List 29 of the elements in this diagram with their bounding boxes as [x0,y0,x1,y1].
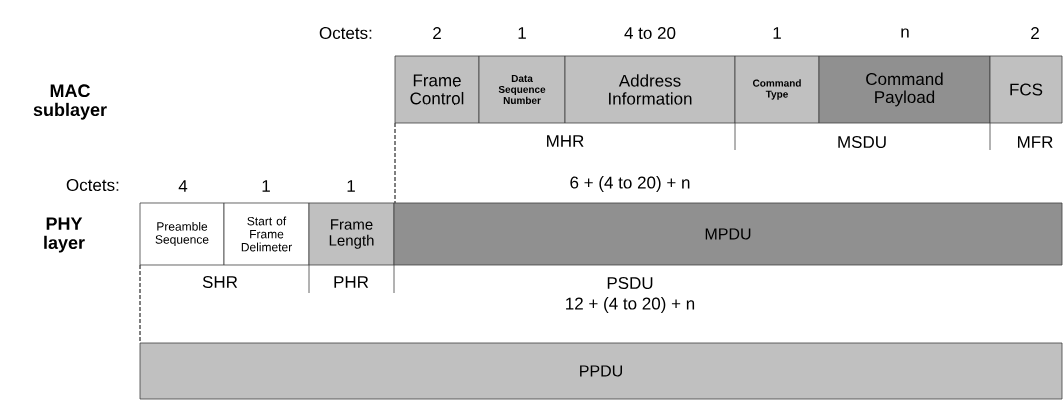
octet-count: 1 [518,27,526,39]
frame-box: PPDU [139,342,1063,400]
field-box: Frame Length [308,202,395,266]
octet-count: 4 to 20 [624,27,676,39]
octet-count: 1 [347,180,355,192]
field-box: Start of Frame Delimeter [223,202,310,266]
layer-label: PHY layer [44,217,85,253]
field-group-label: MFR [1018,136,1053,148]
field-group-label: MHR [547,135,584,147]
octets-heading: Octets: [319,27,372,39]
octet-count: 4 [178,180,188,192]
field-box: MPDU [393,202,1063,266]
field-box: Data Sequence Number [478,55,566,124]
field-box: FCS [989,55,1063,124]
field-group-label: SHR [202,276,238,288]
octet-count: 2 [433,27,441,39]
octet-count: n [901,28,909,38]
field-box: Preamble Sequence [139,202,225,266]
length-formula: 12 + (4 to 20) + n [566,297,695,313]
octet-count: 2 [1031,27,1039,39]
field-box: Command Type [734,55,820,124]
octet-count: 1 [773,27,781,39]
field-group-label: PHR [334,276,369,288]
field-group-label: MSDU [838,136,886,148]
field-box: Command Payload [818,55,991,124]
octet-count: 1 [262,180,270,192]
octets-heading: Octets: [66,179,119,191]
field-box: Frame Control [394,55,480,124]
layer-label: MAC sublayer [33,84,107,120]
